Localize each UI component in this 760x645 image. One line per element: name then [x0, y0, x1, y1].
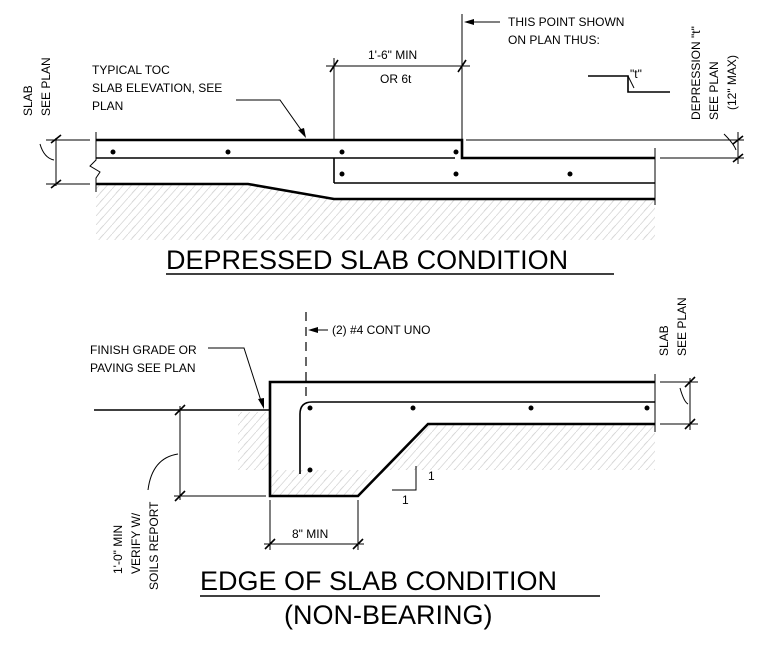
dim-note-line1: 1'-6" MIN: [368, 48, 417, 62]
slab-label-leader: [39, 143, 55, 161]
width-dim-tick: [352, 538, 364, 550]
grade-leader: [208, 347, 263, 405]
depression-leader: [723, 133, 737, 151]
slab-bottom-line: [96, 182, 655, 201]
toc-note-line2: SLAB ELEVATION, SEE: [92, 81, 222, 95]
step-symbol-tick: [627, 75, 635, 89]
slab-label-left-line2: SEE PLAN: [39, 57, 53, 116]
slope-run: 1: [402, 493, 409, 507]
step-symbol: [588, 75, 670, 93]
width-label: 8" MIN: [292, 527, 328, 541]
depth-label-line3: SOILS REPORT: [147, 501, 161, 590]
slab-top-line: [96, 138, 655, 160]
rebar-dot: [567, 171, 573, 177]
toc-note-line1: TYPICAL TOC: [92, 63, 170, 77]
depth-label-line1: 1'-0" MIN: [111, 525, 125, 574]
arrowhead: [464, 19, 474, 25]
rebar-dot: [528, 405, 534, 411]
rebar-note: (2) #4 CONT UNO: [332, 323, 430, 337]
arrowhead: [258, 398, 264, 409]
arrowhead: [298, 128, 306, 138]
soil-hatch: [238, 412, 655, 496]
toc-leader: [236, 99, 305, 135]
depression-label-line3: (12" MAX): [725, 55, 739, 110]
break-line-left: [89, 132, 101, 192]
depth-dim-tick: [174, 490, 186, 502]
grade-note-line2: PAVING SEE PLAN: [90, 361, 196, 375]
rebar-dot: [225, 149, 231, 155]
edge-subtitle: (NON-BEARING): [284, 600, 493, 630]
slab-edge-outline: [268, 380, 655, 498]
depression-label-line1: DEPRESSION "t": [689, 26, 703, 120]
dim-note-line2: OR 6t: [380, 72, 412, 86]
depressed-slab-detail: 1'-6" MIN OR 6t THIS POINT SHOWN ON PLAN…: [21, 14, 744, 275]
rebar-dot: [339, 171, 345, 177]
rebar-dot: [307, 405, 313, 411]
t-symbol-label: "t": [630, 67, 642, 81]
edge-title: EDGE OF SLAB CONDITION: [200, 566, 557, 596]
point-note-line2: ON PLAN THUS:: [508, 33, 600, 47]
slab-dim-tick: [50, 134, 62, 144]
rebar-dot: [453, 171, 459, 177]
rebar-dot: [410, 405, 416, 411]
slab-label-left-line1: SLAB: [21, 85, 35, 116]
slope-rise: 1: [428, 469, 435, 483]
depressed-title: DEPRESSED SLAB CONDITION: [166, 245, 568, 275]
rebar-dot: [644, 405, 650, 411]
rebar-dot: [339, 149, 345, 155]
rebar-dot: [453, 149, 459, 155]
rebar-hook: [299, 401, 655, 474]
depth-label-leader: [147, 453, 179, 491]
slab-label-right-line2: SEE PLAN: [675, 297, 689, 356]
depression-label-line2: SEE PLAN: [707, 61, 721, 120]
depth-label-line2: VERIFY W/: [129, 512, 143, 574]
slab-label-leader: [679, 387, 689, 405]
soil-hatch: [96, 184, 655, 240]
depth-dim-tick: [174, 404, 186, 416]
rebar-dot: [110, 149, 116, 155]
arrowhead: [308, 327, 318, 333]
slope-triangle: [392, 466, 417, 491]
grade-note-line1: FINISH GRADE OR: [90, 343, 197, 357]
slab-label-right-line1: SLAB: [657, 325, 671, 356]
edge-slab-detail: (2) #4 CONT UNO FINISH GRADE OR PAVING S…: [90, 297, 698, 630]
point-note-line1: THIS POINT SHOWN: [508, 15, 624, 29]
toc-note-line3: PLAN: [92, 99, 123, 113]
rebar-dot: [307, 467, 313, 473]
width-dim-tick: [264, 538, 276, 550]
